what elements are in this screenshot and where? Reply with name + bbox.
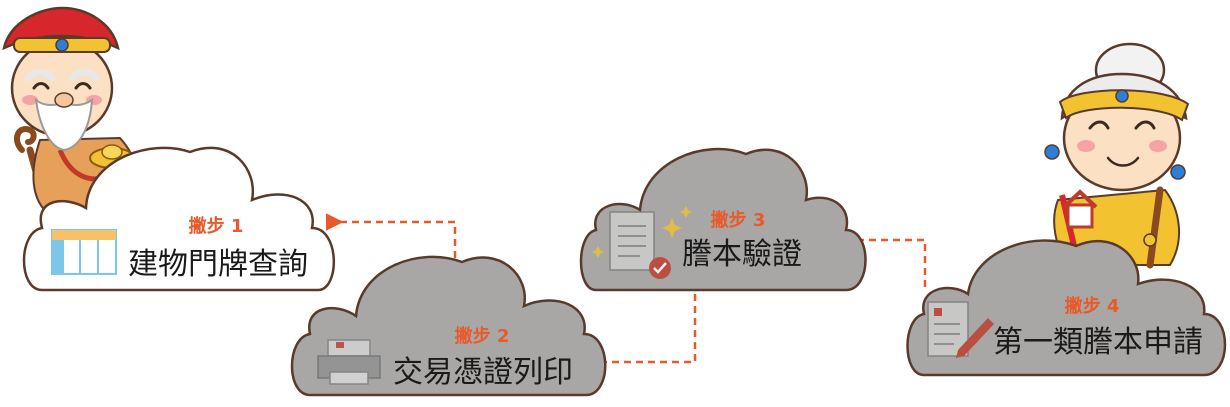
document-check-icon [592, 206, 692, 279]
connector-1-2 [326, 213, 457, 262]
table-icon [51, 229, 117, 275]
earth-goddess-mascot [1044, 42, 1190, 269]
connectors [326, 213, 927, 371]
step-4-cloud[interactable]: 撇步 4 第一類謄本申請 [906, 239, 1227, 377]
step-3-title: 謄本驗證 [682, 237, 802, 272]
document-edit-icon [927, 301, 994, 358]
printer-icon [317, 339, 381, 385]
step-4-label: 撇步 4 [1065, 295, 1120, 317]
step-3-cloud[interactable]: 撇步 3 謄本驗證 [579, 147, 867, 292]
step-2-cloud[interactable]: 撇步 2 交易憑證列印 [290, 255, 607, 397]
step-4-title: 第一類謄本申請 [993, 325, 1203, 360]
connector-3-4 [831, 231, 927, 292]
earth-god-mascot [2, 6, 140, 219]
step-2-title: 交易憑證列印 [393, 355, 573, 390]
step-1-title: 建物門牌查詢 [128, 247, 308, 282]
step-2-label: 撇步 2 [455, 325, 510, 347]
step-1-label: 撇步 1 [189, 215, 244, 237]
step-1-cloud[interactable]: 撇步 1 建物門牌查詢 [22, 146, 336, 292]
connector-2-3 [586, 290, 697, 371]
step-3-label: 撇步 3 [711, 209, 766, 231]
